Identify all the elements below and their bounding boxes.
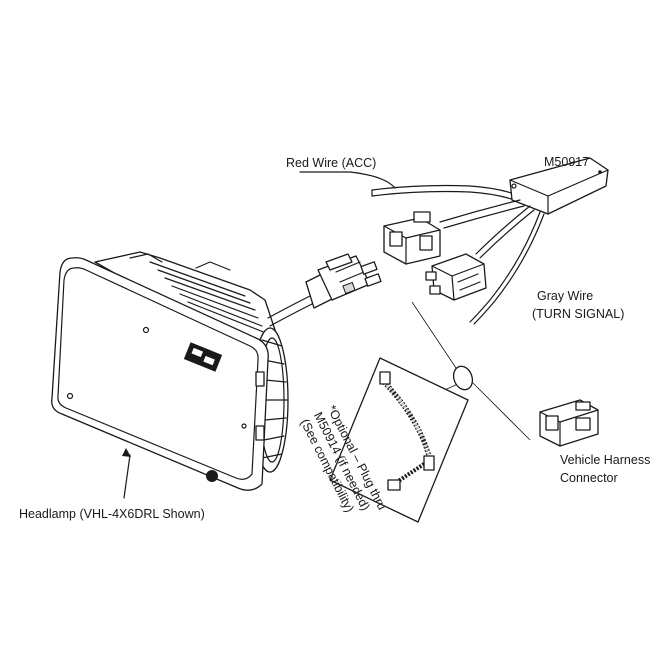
headlamp-pointer	[122, 448, 131, 499]
red-wire	[299, 171, 521, 203]
headlamp-plug	[317, 253, 382, 301]
module-wires	[439, 199, 545, 325]
optional-m50914-panel	[329, 357, 469, 523]
module-label: M50917	[544, 155, 589, 169]
vehicle-harness-label-2: Connector	[560, 471, 618, 485]
upper-connector	[383, 211, 441, 265]
vehicle-harness-connector	[539, 399, 599, 447]
headlamp-label-plate	[183, 342, 223, 372]
module-m50917	[509, 157, 609, 215]
vehicle-harness-label: Vehicle Harness	[560, 453, 650, 467]
gray-wire-label: Gray Wire	[537, 289, 593, 303]
lower-connector	[425, 253, 487, 301]
gray-wire-note: (TURN SIGNAL)	[532, 307, 624, 321]
red-wire-label: Red Wire (ACC)	[286, 156, 376, 170]
headlamp-label: Headlamp (VHL-4X6DRL Shown)	[19, 507, 205, 521]
headlamp-housing	[51, 257, 269, 491]
headlamp-cable	[267, 253, 382, 327]
plug-thru-marker	[452, 365, 474, 391]
headlamp	[51, 251, 289, 499]
